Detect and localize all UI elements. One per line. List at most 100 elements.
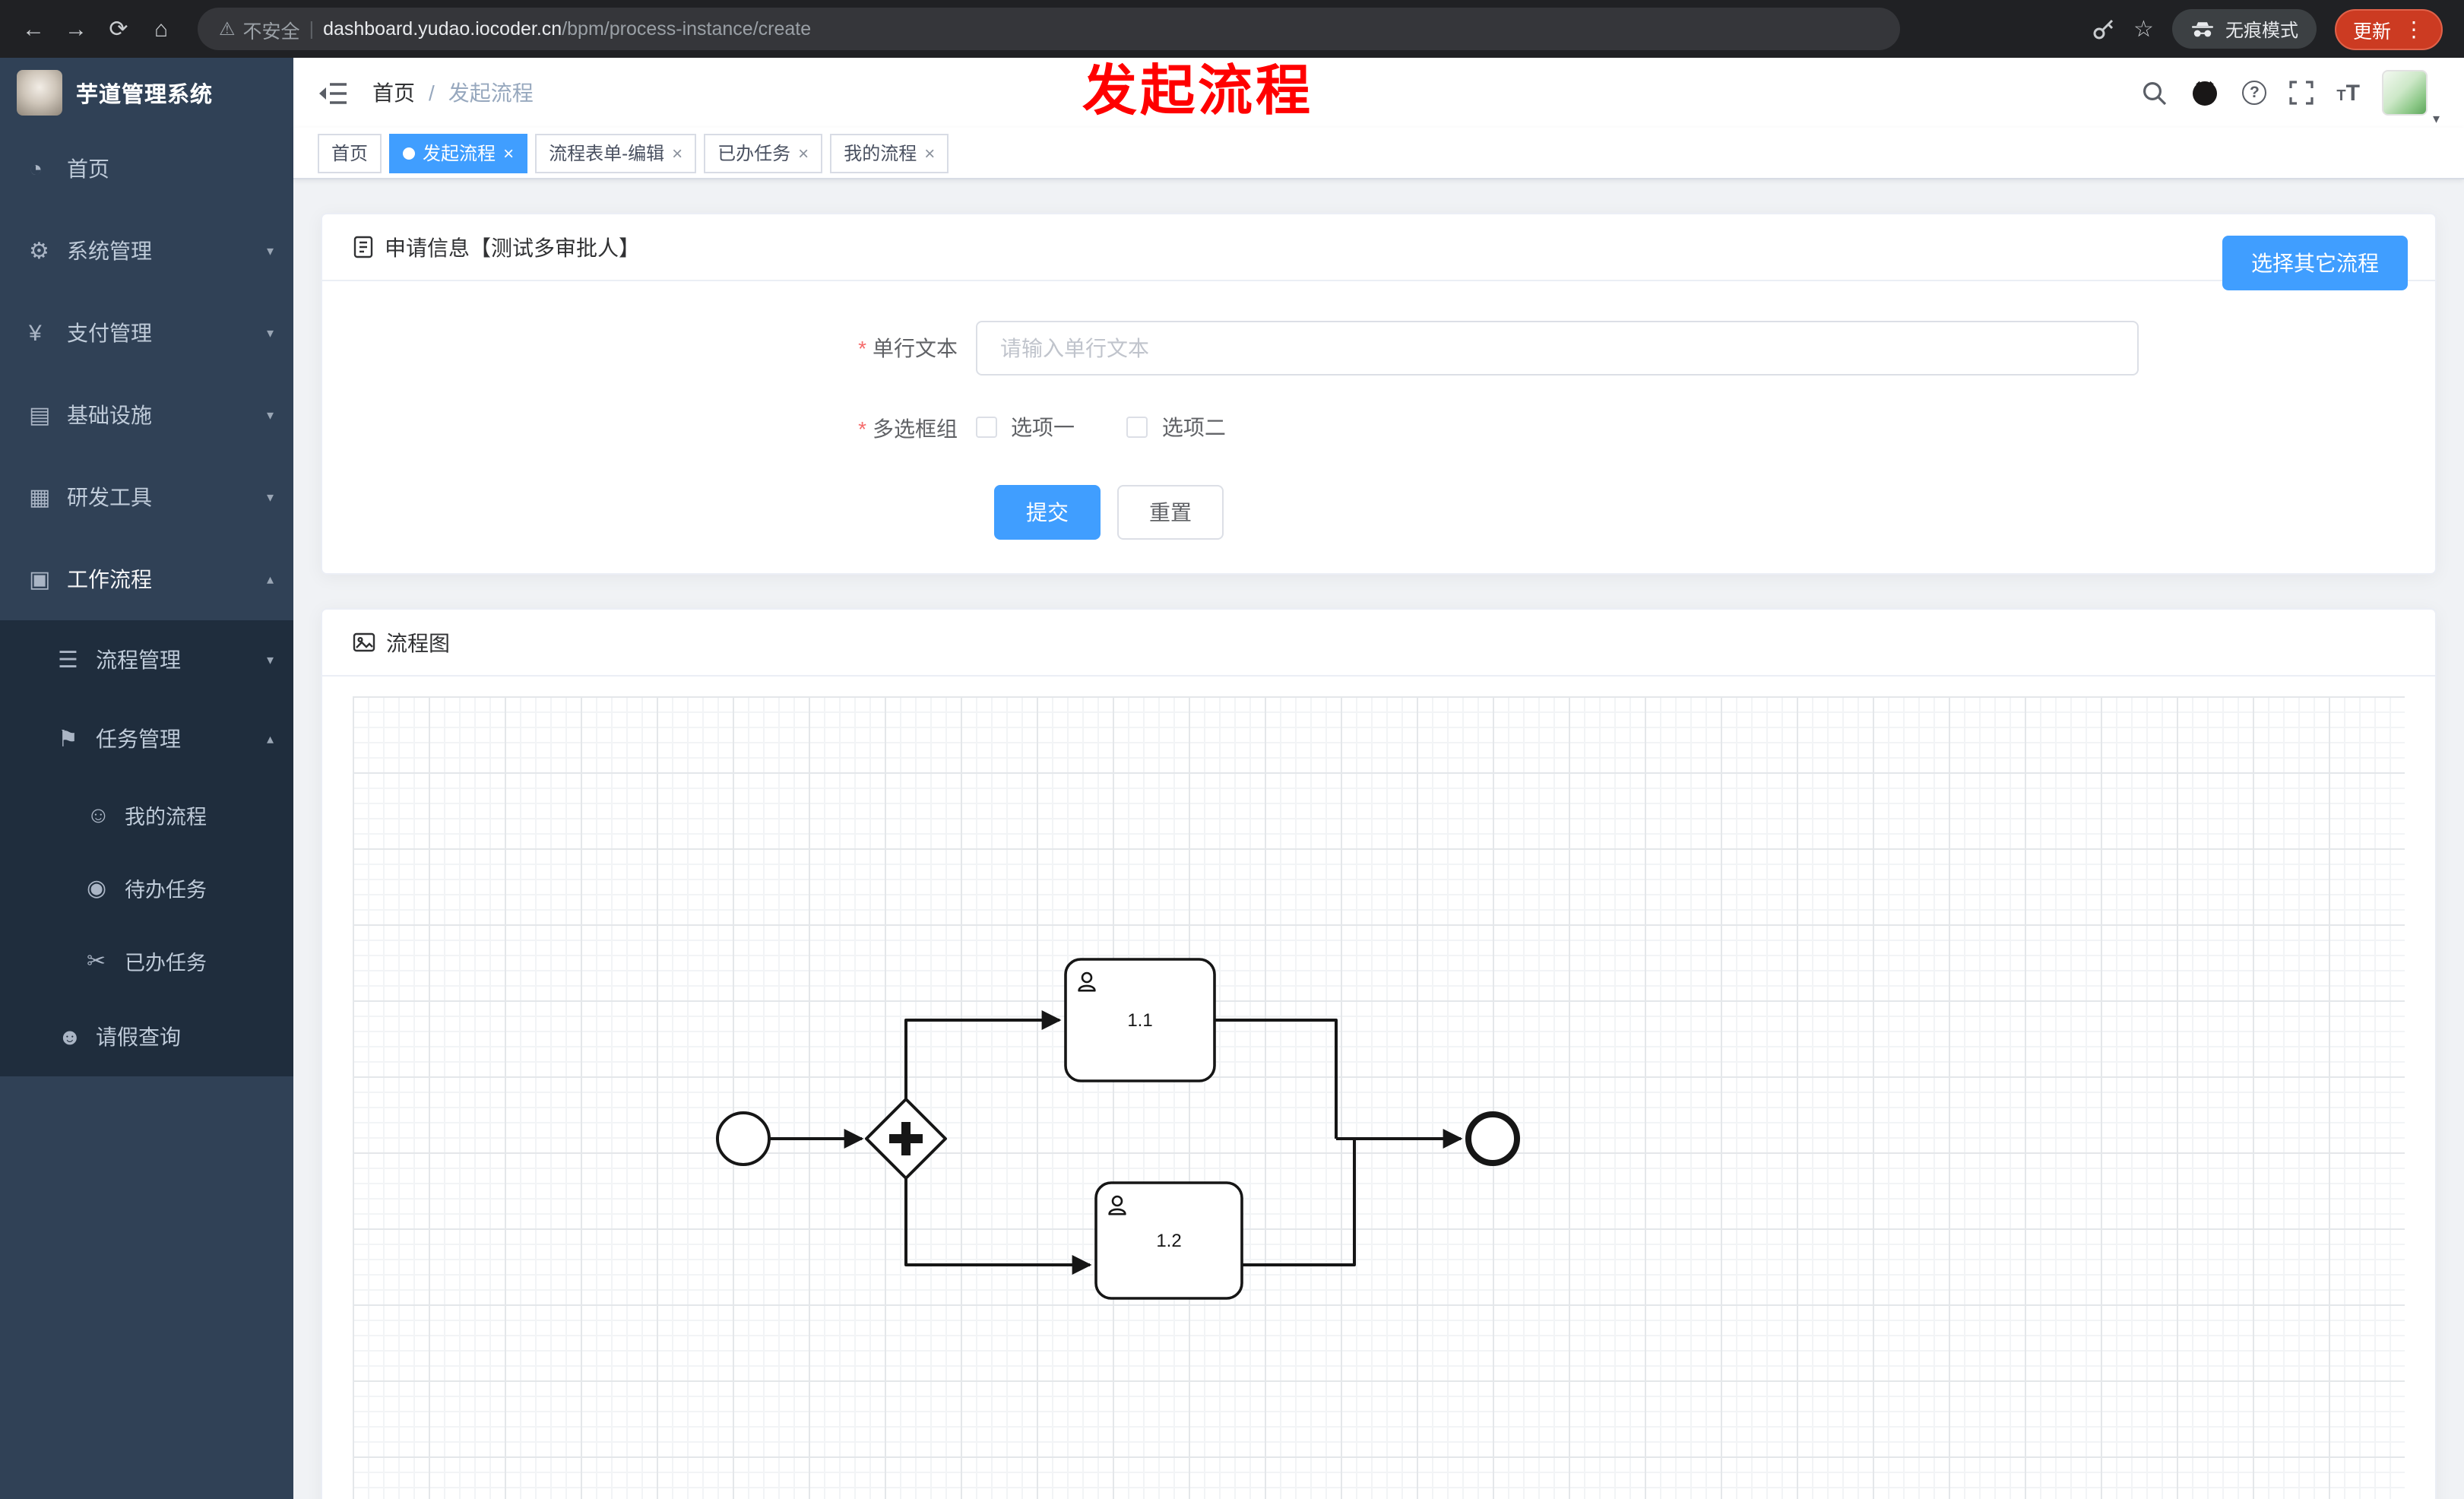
breadcrumb-current: 发起流程	[448, 81, 534, 105]
help-icon[interactable]: ?	[2242, 81, 2267, 105]
refresh-button[interactable]: ⟳	[109, 17, 128, 43]
field-label-text: *单行文本	[858, 336, 958, 360]
gateway-plus-icon	[889, 1122, 923, 1155]
done-task-icon: ✂	[87, 949, 106, 975]
tab-home[interactable]: 首页	[318, 133, 382, 173]
browser-update-button[interactable]: 更新 ⋮	[2334, 8, 2443, 49]
active-dot	[403, 147, 416, 159]
chevron-down-icon: ▾	[266, 489, 274, 504]
chevron-down-icon: ▾	[266, 242, 274, 258]
bookmark-star-icon[interactable]: ☆	[2133, 17, 2154, 43]
sidebar-item-workflow[interactable]: ▣ 工作流程 ▴	[29, 567, 274, 593]
browser-chrome: ← → ⟳ ⌂ ⚠ 不安全 | dashboard.yudao.iocoder.…	[0, 0, 2464, 58]
search-icon[interactable]	[2142, 80, 2168, 106]
page-content: 申请信息【测试多审批人】 选择其它流程 *单行文本 *多选框组	[293, 179, 2464, 1499]
avatar[interactable]	[2382, 70, 2428, 116]
diagram-title: 流程图	[386, 630, 450, 654]
sidebar-filler	[0, 1076, 293, 1499]
bpmn-canvas[interactable]: 1.1 1.2	[353, 696, 2405, 1499]
github-icon[interactable]	[2190, 79, 2219, 106]
sidebar-item-devtools[interactable]: ▦ 研发工具 ▾	[29, 485, 274, 511]
flow-gateway-task1	[904, 1010, 1062, 1099]
task-management-icon: ⚑	[58, 727, 78, 753]
user-task-1-2	[1094, 1181, 1243, 1300]
top-navbar: 首页 / 发起流程 ?	[293, 58, 2464, 128]
address-bar[interactable]: ⚠ 不安全 | dashboard.yudao.iocoder.cn/bpm/p…	[198, 8, 1900, 50]
home-button[interactable]: ⌂	[154, 16, 169, 42]
sidebar-menu: ◔ 首页 ⚙ 系统管理 ▾ ¥ 支付管理 ▾ ▤ 基础设施 ▾	[0, 128, 293, 1076]
todo-task-icon: ◉	[87, 876, 107, 902]
tab-start-process[interactable]: 发起流程 ×	[389, 133, 528, 173]
tab-my-process[interactable]: 我的流程 ×	[830, 133, 949, 173]
form-icon	[353, 236, 373, 258]
flow-task2-merge	[1242, 1140, 1356, 1266]
diagram-header: 流程图	[322, 610, 2435, 677]
checkbox-option-2[interactable]: 选项二	[1126, 412, 1226, 442]
sidebar-item-task-management[interactable]: ⚑ 任务管理 ▴	[58, 727, 274, 753]
breadcrumb: 首页 / 发起流程	[372, 78, 534, 108]
browser-menu-icon[interactable]: ⋮	[2403, 16, 2424, 40]
workflow-icon: ▣	[29, 567, 51, 593]
flow-task1-merge	[1215, 1019, 1338, 1139]
fullscreen-icon[interactable]	[2289, 81, 2314, 105]
leave-query-icon: ☻	[58, 1024, 82, 1050]
sidebar-item-system-management[interactable]: ⚙ 系统管理 ▾	[29, 239, 274, 265]
checkbox-icon[interactable]	[1126, 417, 1148, 438]
chevron-down-icon: ▾	[266, 651, 274, 667]
sidebar-item-process-management[interactable]: ☰ 流程管理 ▾	[58, 648, 274, 673]
user-icon	[1078, 971, 1096, 992]
tab-process-form-edit[interactable]: 流程表单-编辑 ×	[535, 133, 697, 173]
password-key-icon[interactable]	[2091, 17, 2115, 41]
back-button[interactable]: ←	[22, 16, 45, 42]
start-event	[716, 1111, 771, 1166]
required-asterisk: *	[858, 336, 866, 360]
sidebar: 芋道管理系统 ◔ 首页 ⚙ 系统管理 ▾ ¥ 支付管理 ▾ ▤	[0, 58, 293, 1499]
app-title: 芋道管理系统	[76, 83, 213, 107]
flow-gateway-task2	[904, 1178, 1092, 1275]
tab-done-task[interactable]: 已办任务 ×	[704, 133, 823, 173]
checkbox-option-1[interactable]: 选项一	[976, 412, 1075, 442]
process-management-icon: ☰	[58, 648, 78, 673]
single-line-text-input[interactable]	[976, 321, 2139, 376]
user-icon	[1108, 1195, 1126, 1215]
devtools-icon: ▦	[29, 485, 51, 511]
close-icon[interactable]: ×	[503, 142, 515, 163]
apply-info-header: 申请信息【测试多审批人】	[322, 214, 2435, 281]
sidebar-item-infrastructure[interactable]: ▤ 基础设施 ▾	[29, 403, 274, 429]
diagram-icon	[353, 632, 375, 652]
submit-button[interactable]: 提交	[994, 485, 1101, 540]
app-logo[interactable]: 芋道管理系统	[0, 58, 293, 128]
checkbox-icon[interactable]	[976, 417, 997, 438]
warning-icon: ⚠	[219, 18, 236, 40]
choose-other-process-button[interactable]: 选择其它流程	[2222, 236, 2408, 290]
chevron-down-icon: ▾	[266, 407, 274, 422]
sidebar-item-my-process[interactable]: ☺ 我的流程	[87, 802, 207, 829]
close-icon[interactable]: ×	[924, 142, 936, 163]
page-url: dashboard.yudao.iocoder.cn/bpm/process-i…	[323, 18, 812, 40]
chevron-up-icon: ▴	[266, 730, 274, 746]
chevron-down-icon: ▾	[266, 325, 274, 340]
breadcrumb-home[interactable]: 首页	[372, 81, 415, 105]
sidebar-item-todo-task[interactable]: ◉ 待办任务	[87, 876, 207, 902]
security-indicator[interactable]: ⚠ 不安全	[219, 18, 300, 42]
close-icon[interactable]: ×	[672, 142, 683, 163]
sidebar-item-home[interactable]: ◔ 首页	[29, 156, 109, 182]
sidebar-item-payment-management[interactable]: ¥ 支付管理 ▾	[29, 320, 274, 346]
user-menu[interactable]: ▾	[2382, 70, 2440, 126]
chevron-up-icon: ▴	[266, 571, 274, 586]
sidebar-collapse-button[interactable]	[318, 80, 348, 106]
reset-button[interactable]: 重置	[1117, 485, 1224, 540]
required-asterisk: *	[858, 417, 866, 441]
task-1-2-label: 1.2	[1156, 1231, 1181, 1251]
close-icon[interactable]: ×	[798, 142, 809, 163]
my-process-icon: ☺	[87, 802, 110, 828]
workflow-submenu: ☰ 流程管理 ▾ ⚑ 任务管理 ▴ ☺ 我的流程 ◉	[0, 620, 293, 1076]
process-diagram-card: 流程图	[321, 608, 2437, 1499]
tags-view-bar: 首页 发起流程 × 流程表单-编辑 × 已办任务 × 我的流程 ×	[293, 128, 2464, 179]
sidebar-item-leave-query[interactable]: ☻ 请假查询	[58, 1024, 181, 1050]
forward-button[interactable]: →	[65, 16, 87, 42]
sidebar-item-done-task[interactable]: ✂ 已办任务	[87, 949, 207, 975]
